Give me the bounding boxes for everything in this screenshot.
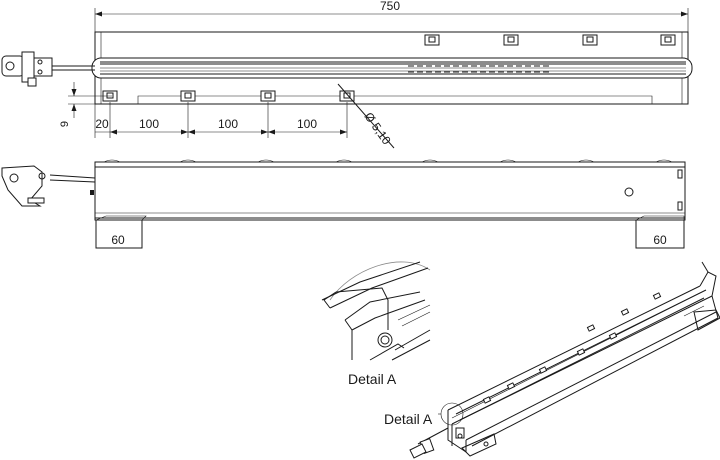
hole-pitch-1-label: 100: [139, 117, 159, 131]
detail-a-closeup: Detail A: [321, 261, 431, 387]
right-foot: [635, 219, 685, 249]
actuator-arm-top: [1, 51, 95, 87]
foot-left-label: 60: [111, 233, 125, 247]
hole-diameter-label: Ø 5,10: [362, 110, 394, 148]
overall-length-label: 750: [380, 0, 400, 13]
rail-isometric-view: Detail A: [384, 261, 720, 459]
end-cap-hole: [624, 187, 634, 197]
actuator-arm-side: [1, 165, 96, 207]
top-bracket-row: [424, 34, 676, 46]
detail-callout: Detail A: [384, 411, 433, 427]
dimension-height-offset: 9: [59, 82, 112, 127]
dimension-hole-spacing: 20 100 100 100: [94, 102, 348, 138]
left-foot: [95, 219, 143, 249]
rail-side-view: 60 60: [1, 159, 686, 249]
detail-caption: Detail A: [348, 371, 397, 387]
height-offset-label: 9: [59, 121, 71, 127]
top-bumps: [103, 159, 673, 163]
hole-pitch-2-label: 100: [218, 117, 238, 131]
dimension-hole-diameter: Ø 5,10: [337, 83, 395, 149]
dimension-overall-length: 750: [94, 0, 689, 60]
iso-brackets: [482, 292, 662, 404]
first-hole-label: 20: [95, 117, 109, 131]
foot-right-label: 60: [653, 233, 667, 247]
hole-pitch-3-label: 100: [297, 117, 317, 131]
rail-top-view: 750: [1, 0, 693, 149]
